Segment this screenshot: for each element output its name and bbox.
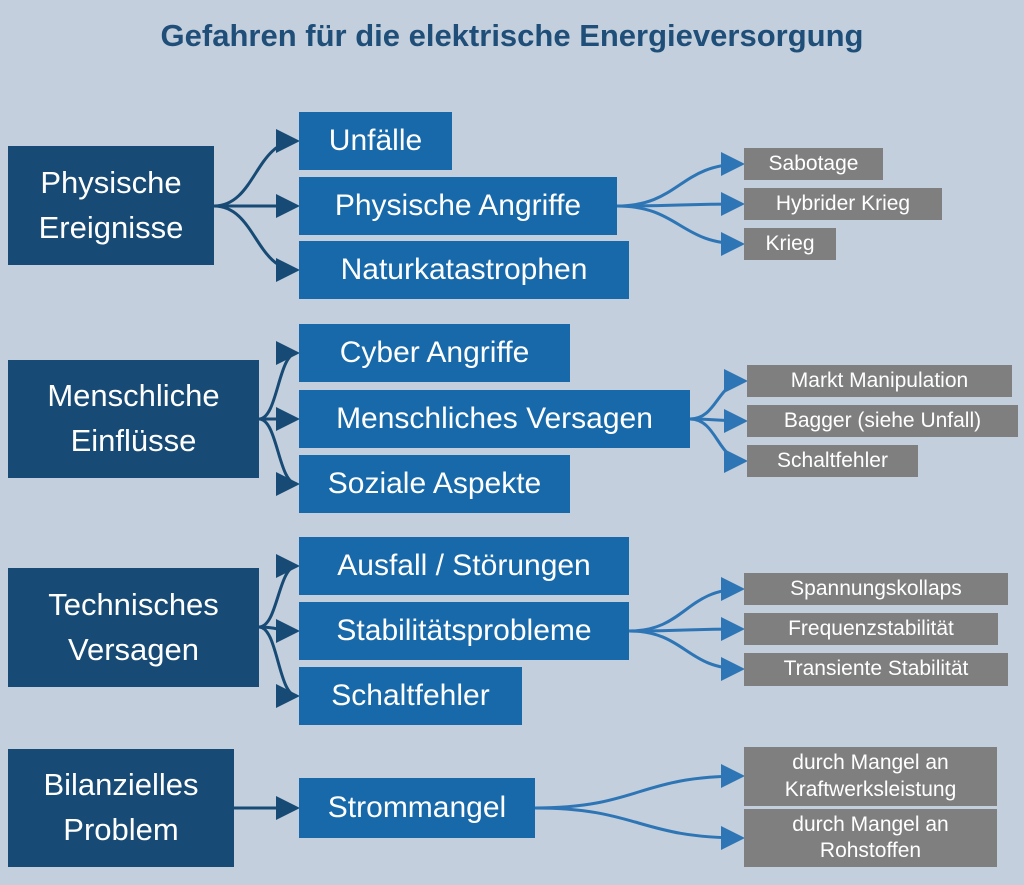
detail-box: Frequenzstabilität [744, 613, 998, 645]
connector-arrow [628, 577, 745, 633]
category-menschliche-einfluesse: Menschliche Einflüsse [8, 360, 259, 478]
connector-arrow [213, 129, 300, 208]
connector-arrow [616, 204, 745, 256]
connector-arrow [534, 764, 745, 810]
connector-arrow [258, 417, 300, 496]
category-bilanzielles-problem: Bilanzielles Problem [8, 749, 234, 867]
connector-arrow [689, 417, 748, 473]
detail-box: Bagger (siehe Unfall) [747, 405, 1018, 437]
detail-box: durch Mangel an Kraftwerksleistung [744, 747, 997, 806]
category-physische-ereignisse: Physische Ereignisse [8, 146, 214, 265]
cause-box: Ausfall / Störungen [299, 537, 629, 595]
detail-box: Krieg [744, 228, 836, 260]
detail-box: durch Mangel an Rohstoffen [744, 809, 997, 867]
connector-arrow [628, 629, 745, 681]
connector-arrow [258, 625, 300, 708]
cause-box: Physische Angriffe [299, 177, 617, 235]
detail-box: Spannungskollaps [744, 573, 1008, 605]
connector-arrow [689, 369, 748, 421]
connector-arrow [534, 806, 745, 850]
detail-box: Schaltfehler [747, 445, 918, 477]
cause-box: Cyber Angriffe [299, 324, 570, 382]
cause-box: Strommangel [299, 778, 535, 838]
detail-box: Hybrider Krieg [744, 188, 942, 220]
cause-box: Menschliches Versagen [299, 390, 690, 448]
connector-arrow [213, 204, 300, 282]
diagram-title: Gefahren für die elektrische Energievers… [160, 18, 864, 53]
connector-arrow [258, 554, 300, 629]
connector-arrow [616, 152, 745, 208]
cause-box: Soziale Aspekte [299, 455, 570, 513]
cause-box: Schaltfehler [299, 667, 522, 725]
cause-box: Stabilitätsprobleme [299, 602, 629, 660]
cause-box: Unfälle [299, 112, 452, 170]
detail-box: Sabotage [744, 148, 883, 180]
connector-arrow [258, 341, 300, 421]
detail-box: Transiente Stabilität [744, 653, 1008, 686]
cause-box: Naturkatastrophen [299, 241, 629, 299]
category-technisches-versagen: Technisches Versagen [8, 568, 259, 687]
detail-box: Markt Manipulation [747, 365, 1012, 397]
